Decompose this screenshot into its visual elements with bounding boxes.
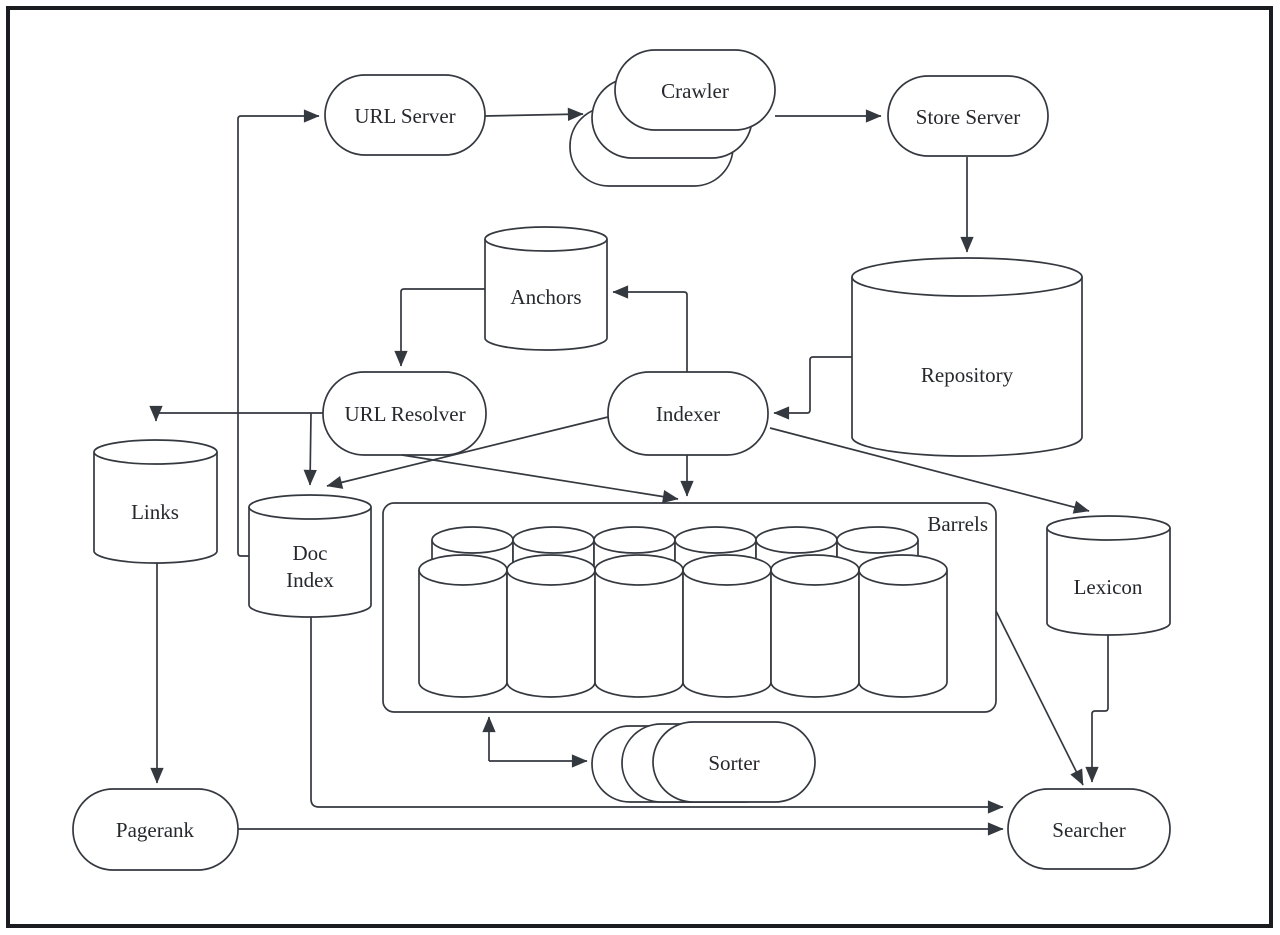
barrel-cylinder xyxy=(506,570,596,698)
barrel-cylinder xyxy=(418,570,508,698)
edge-url-resolver-to-barrels xyxy=(401,454,679,504)
url-resolver-node: URL Resolver xyxy=(322,371,487,456)
searcher-label: Searcher xyxy=(1052,818,1125,842)
pagerank-label: Pagerank xyxy=(116,818,195,842)
edges xyxy=(149,107,1109,836)
edge-indexer-to-anchors xyxy=(612,285,688,372)
url-resolver-label: URL Resolver xyxy=(344,402,465,426)
indexer-label: Indexer xyxy=(656,402,720,426)
sorter-node: Sorter xyxy=(591,721,816,803)
edge-doc-index-to-searcher xyxy=(310,617,1004,814)
lexicon-node: Lexicon xyxy=(1046,515,1171,636)
edge-url-resolver-to-links xyxy=(149,405,323,422)
store-server-label: Store Server xyxy=(916,105,1020,129)
edge-indexer-to-lexicon xyxy=(769,427,1090,514)
searcher-node: Searcher xyxy=(1007,788,1171,870)
anchors-node: Anchors xyxy=(484,226,608,351)
links-label: Links xyxy=(131,500,179,524)
url-server-label: URL Server xyxy=(354,104,455,128)
edge-doc-index-to-url-server xyxy=(237,109,320,557)
sorter-label: Sorter xyxy=(708,751,759,775)
crawler-label: Crawler xyxy=(661,79,729,103)
crawler-node: Crawler xyxy=(569,49,776,187)
edge-indexer-to-doc-index xyxy=(326,416,609,489)
links-node: Links xyxy=(93,439,218,564)
doc-index-label-line1: Doc xyxy=(293,541,328,565)
pagerank-node: Pagerank xyxy=(72,788,239,871)
doc-index-label-line2: Index xyxy=(286,568,334,592)
barrels-front-row xyxy=(418,554,948,698)
barrels-node: Barrels xyxy=(382,502,997,713)
repository-label: Repository xyxy=(921,363,1014,387)
diagram-frame xyxy=(6,6,1273,928)
indexer-node: Indexer xyxy=(607,371,769,456)
store-server-node: Store Server xyxy=(887,75,1049,157)
edge-barrels-to-searcher xyxy=(995,610,1084,786)
barrel-cylinder xyxy=(858,570,948,698)
edge-url-resolver-to-doc-index xyxy=(303,412,317,486)
edge-url-server-to-crawler xyxy=(484,107,584,121)
barrel-cylinder xyxy=(594,570,684,698)
barrel-cylinder xyxy=(770,570,860,698)
repository-node: Repository xyxy=(851,257,1083,457)
edge-lexicon-to-searcher xyxy=(1085,635,1109,783)
edge-anchors-to-url-resolver xyxy=(394,288,485,367)
edge-repository-to-indexer xyxy=(773,356,852,420)
url-server-node: URL Server xyxy=(324,74,486,156)
barrels-label: Barrels xyxy=(927,512,988,536)
barrel-cylinder xyxy=(682,570,772,698)
lexicon-label: Lexicon xyxy=(1074,575,1143,599)
anchors-label: Anchors xyxy=(510,285,581,309)
doc-index-node: Doc Index xyxy=(248,494,372,618)
